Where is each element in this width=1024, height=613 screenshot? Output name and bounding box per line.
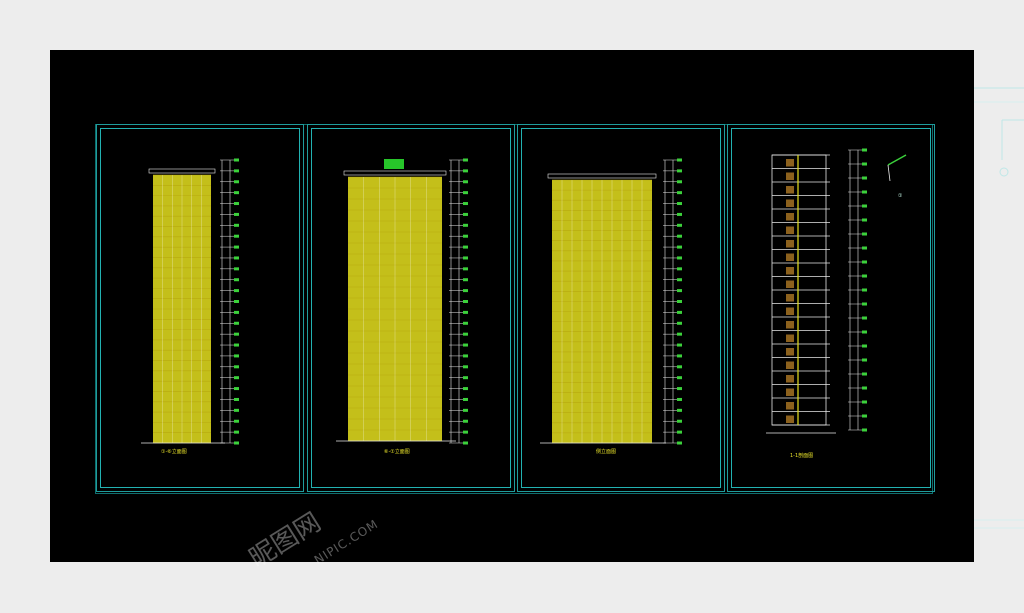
sheet-elevation-2[interactable]: ⑥-①立面图: [307, 124, 515, 492]
elevation-3-drawing: [540, 158, 682, 445]
elevation-2-caption: ⑥-①立面图: [384, 449, 410, 455]
sheet-elevation-1[interactable]: ①-⑥立面图: [96, 124, 304, 492]
offscreen-drawing-edge: [974, 87, 1024, 529]
section-1-caption: 1-1剖面图: [790, 453, 814, 459]
elevation-2-drawing: [336, 158, 468, 445]
watermark-text: 昵图网: [244, 507, 327, 575]
elevation-3-caption: 侧立面图: [596, 449, 617, 455]
cad-model-canvas[interactable]: ①-⑥立面图 ⑥-①立面图 侧立面图 1-1剖面图 ① 昵图网 NIPIC.CO…: [50, 50, 974, 574]
watermark-sub: NIPIC.COM: [311, 516, 381, 568]
section-1-drawing: [766, 148, 907, 434]
elevation-1-caption: ①-⑥立面图: [161, 449, 187, 455]
sheet-elevation-3[interactable]: 侧立面图: [517, 124, 725, 492]
detail-label: ①: [898, 193, 903, 199]
elevation-1-drawing: [141, 158, 239, 445]
sheet-section-1[interactable]: 1-1剖面图 ①: [727, 124, 935, 492]
